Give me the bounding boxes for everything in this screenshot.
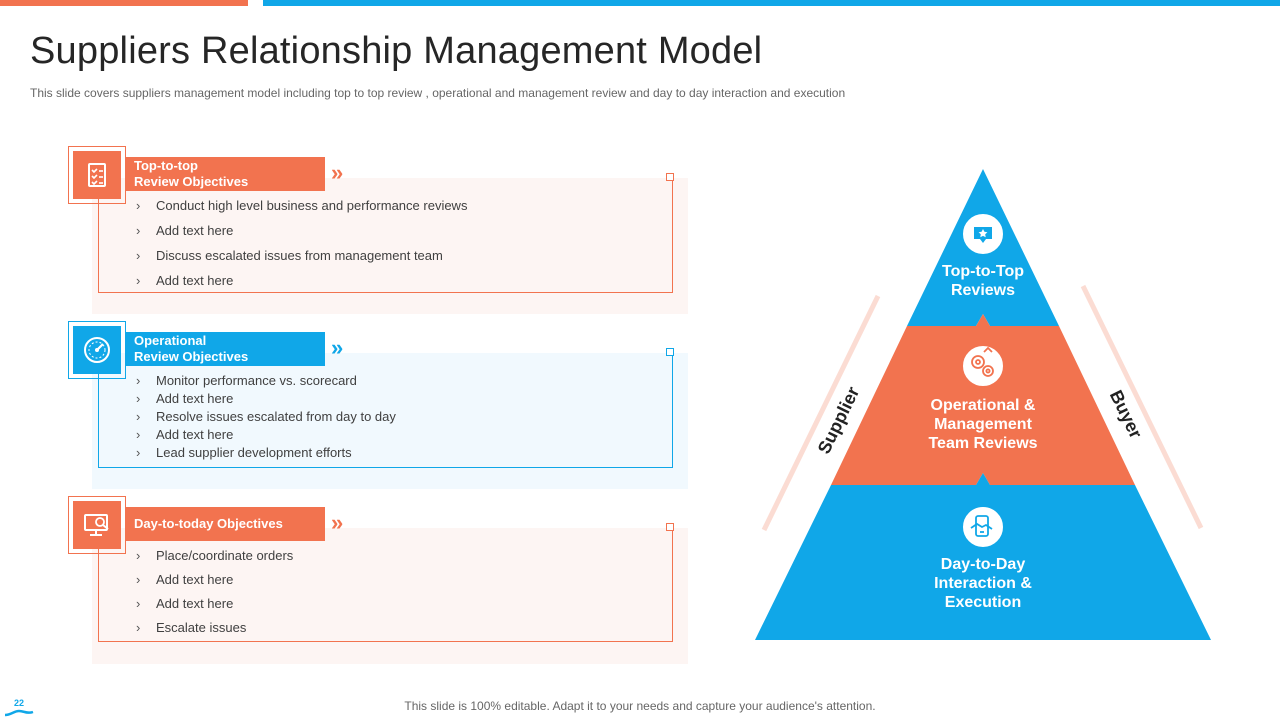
list-item: ›Add text here bbox=[136, 572, 234, 587]
section-icon-box bbox=[68, 321, 126, 379]
double-chevron-icon: » bbox=[331, 335, 344, 360]
double-chevron-icon: » bbox=[331, 160, 344, 185]
list-item: ›Lead supplier development efforts bbox=[136, 445, 352, 460]
list-item: ›Add text here bbox=[136, 391, 234, 406]
pyramid-level-top bbox=[907, 169, 1059, 326]
checklist-icon bbox=[73, 151, 121, 199]
gears-icon bbox=[971, 346, 994, 377]
double-chevron-icon: » bbox=[331, 510, 344, 535]
section-frame bbox=[98, 528, 673, 642]
list-item: ›Escalate issues bbox=[136, 620, 247, 635]
slide-footer: This slide is 100% editable. Adapt it to… bbox=[404, 699, 876, 713]
star-badge-icon bbox=[974, 227, 992, 243]
list-item: ›Add text here bbox=[136, 223, 234, 238]
list-item: ›Add text here bbox=[136, 596, 234, 611]
list-item: ›Add text here bbox=[136, 427, 234, 442]
supplier-label: Supplier bbox=[813, 383, 864, 458]
corner-marker bbox=[666, 523, 674, 531]
section-day-to-today: ›Place/coordinate orders ›Add text here … bbox=[92, 523, 688, 664]
top-accent-bar-orange bbox=[0, 0, 248, 6]
objective-list: ›Place/coordinate orders ›Add text here … bbox=[136, 548, 293, 644]
page-number: 22 bbox=[14, 698, 25, 708]
top-accent-bar-blue bbox=[263, 0, 1280, 6]
list-item: ›Discuss escalated issues from managemen… bbox=[136, 248, 443, 263]
section-title-bar: Day-to-today Objectives bbox=[125, 507, 325, 541]
hand-logo-icon bbox=[4, 709, 34, 717]
list-item: ›Place/coordinate orders bbox=[136, 548, 294, 563]
corner-marker bbox=[666, 173, 674, 181]
list-item: ›Add text here bbox=[136, 273, 234, 288]
section-icon-box bbox=[68, 496, 126, 554]
section-frame bbox=[98, 178, 673, 293]
list-item: ›Resolve issues escalated from day to da… bbox=[136, 409, 396, 424]
section-operational: ›Monitor performance vs. scorecard ›Add … bbox=[92, 348, 688, 489]
buyer-diagonal-line bbox=[1080, 284, 1204, 530]
slide-subtitle: This slide covers suppliers management m… bbox=[30, 86, 846, 100]
section-frame bbox=[98, 353, 673, 468]
buyer-label: Buyer bbox=[1105, 386, 1147, 442]
section-icon-box bbox=[68, 146, 126, 204]
section-top-to-top: ›Conduct high level business and perform… bbox=[92, 173, 688, 314]
monitor-search-icon bbox=[73, 501, 121, 549]
list-item: ›Conduct high level business and perform… bbox=[136, 198, 468, 213]
corner-marker bbox=[666, 348, 674, 356]
objective-list: ›Conduct high level business and perform… bbox=[136, 198, 467, 298]
list-item: ›Monitor performance vs. scorecard bbox=[136, 373, 357, 388]
speedometer-icon bbox=[73, 326, 121, 374]
supplier-diagonal-line bbox=[761, 294, 881, 532]
handshake-icon bbox=[970, 515, 993, 537]
slide-title: Suppliers Relationship Management Model bbox=[30, 30, 763, 72]
objective-list: ›Monitor performance vs. scorecard ›Add … bbox=[136, 373, 396, 463]
